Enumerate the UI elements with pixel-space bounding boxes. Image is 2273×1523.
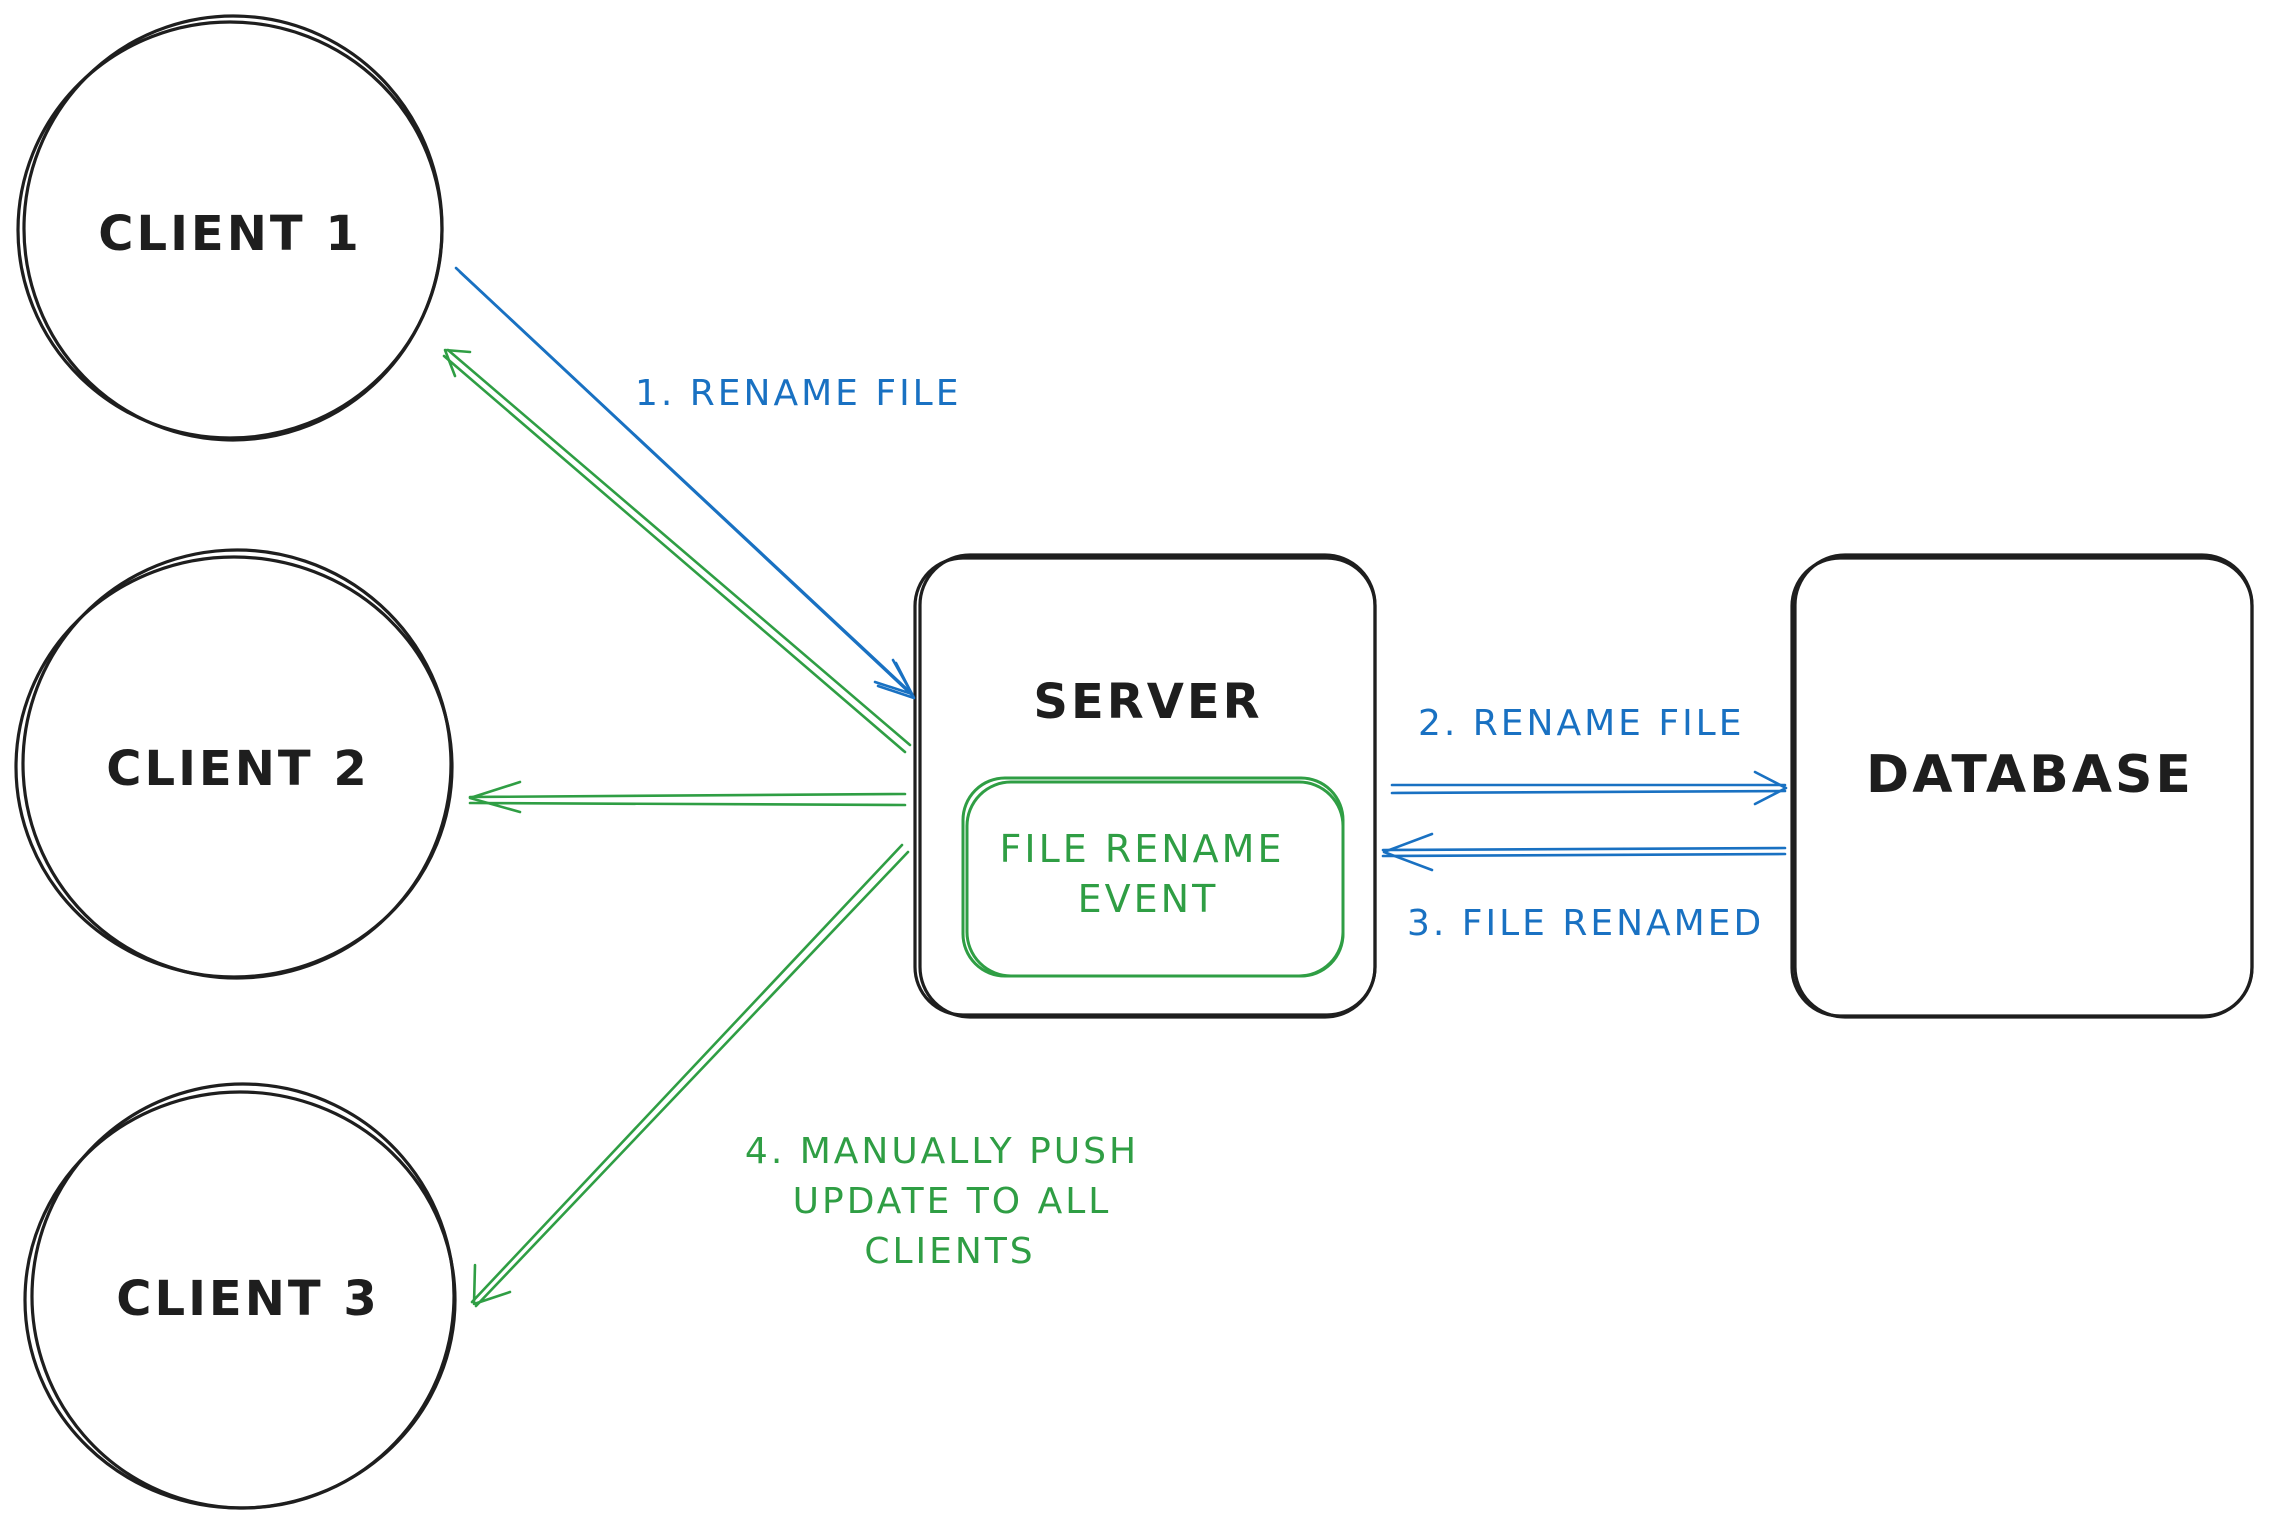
- client-3-node: CLIENT 3: [23, 1082, 457, 1510]
- edge-server-to-database: [1390, 770, 1788, 806]
- client-2-node: CLIENT 2: [14, 548, 454, 980]
- client-1-label: CLIENT 1: [98, 206, 361, 262]
- file-rename-event-line-1: FILE RENAME: [1000, 827, 1285, 871]
- edge-step-2-label: 2. RENAME FILE: [1418, 703, 1744, 744]
- edge-step-3-label: 3. FILE RENAMED: [1407, 903, 1764, 944]
- edge-client1-to-server: [454, 266, 916, 700]
- client-3-label: CLIENT 3: [116, 1271, 379, 1327]
- edge-step-4-line-3: CLIENTS: [864, 1231, 1035, 1272]
- server-node: SERVER FILE RENAME EVENT: [913, 553, 1377, 1019]
- edge-step-4-line-2: UPDATE TO ALL: [793, 1181, 1112, 1222]
- edge-step-4-label: 4. MANUALLY PUSH UPDATE TO ALL CLIENTS: [745, 1131, 1139, 1272]
- client-1-node: CLIENT 1: [16, 14, 444, 442]
- database-label: DATABASE: [1866, 745, 2194, 805]
- server-label: SERVER: [1033, 674, 1262, 730]
- file-rename-event-box: FILE RENAME EVENT: [961, 776, 1345, 978]
- database-node: DATABASE: [1790, 553, 2254, 1019]
- edge-step-4-line-1: 4. MANUALLY PUSH: [745, 1131, 1139, 1172]
- file-rename-event-line-2: EVENT: [1078, 877, 1219, 921]
- edge-server-to-client2: [468, 780, 907, 814]
- client-2-label: CLIENT 2: [106, 741, 369, 797]
- edge-server-to-client3: [470, 843, 910, 1308]
- edge-database-to-server: [1381, 832, 1787, 872]
- edge-server-to-client1: [442, 348, 912, 754]
- edge-step-1-label: 1. RENAME FILE: [635, 373, 961, 414]
